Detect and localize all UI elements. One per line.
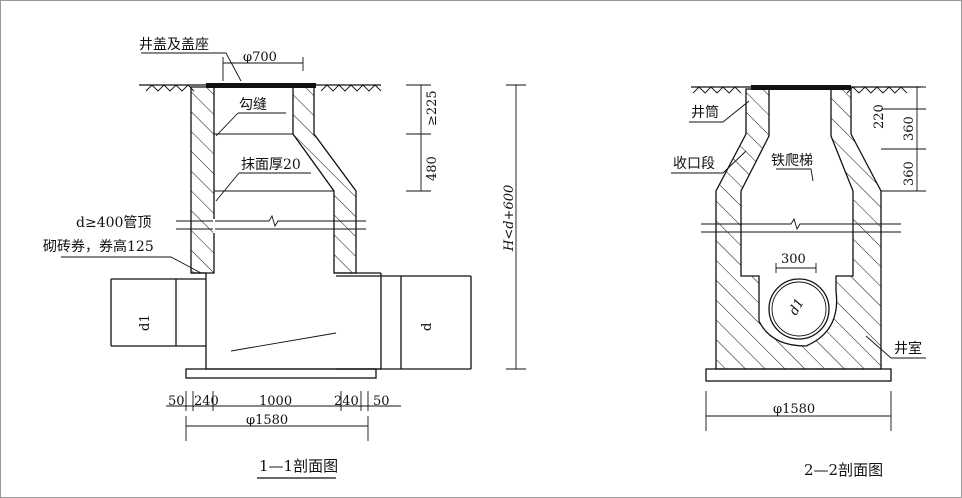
label-joint: 勾缝 <box>239 97 267 113</box>
section-2-2: d1 300 井筒 收口段 铁爬梯 井室 220 360 360 φ1580 2… <box>671 85 926 479</box>
label-arch-1: d≥400管顶 <box>76 215 151 231</box>
label-pipe-d1: d1 <box>786 296 807 318</box>
dim-b5: 50 <box>373 394 390 409</box>
label-chamber: 井室 <box>894 340 922 357</box>
manhole-cover-2 <box>751 85 851 90</box>
right-wall <box>292 86 357 274</box>
soil-hatch <box>145 84 382 92</box>
label-arch-2: 砌砖券，券高125 <box>43 238 154 255</box>
break-line <box>176 214 366 230</box>
outlet-pipe <box>336 275 472 370</box>
label-shaft: 井筒 <box>691 104 719 121</box>
label-cover: 井盖及盖座 <box>139 37 209 53</box>
chamber <box>191 272 382 370</box>
dim-cone: 480 <box>425 156 440 181</box>
dim-b2: 240 <box>194 394 219 409</box>
flow-channel <box>230 332 337 352</box>
label-ladder: 铁爬梯 <box>771 153 813 169</box>
label-d1: d1 <box>138 314 153 331</box>
dim-b3: 1000 <box>259 394 292 409</box>
base-slab <box>185 368 377 379</box>
label-d: d <box>420 323 435 331</box>
manhole-cover <box>206 83 316 88</box>
section-1-title: 1—1剖面图 <box>259 457 338 475</box>
dim-base: φ1580 <box>246 413 288 428</box>
left-wall <box>190 86 215 274</box>
break-line-2 <box>701 217 901 233</box>
dim-220: 220 <box>872 104 887 129</box>
pipe-circle <box>768 278 830 340</box>
dim-height: H<d+600 <box>502 185 517 252</box>
label-plaster: 抹面厚20 <box>241 157 301 173</box>
dim-360b: 360 <box>902 161 917 186</box>
dim-b1: 50 <box>168 394 185 409</box>
chamber-walls-2 <box>715 88 882 370</box>
base-slab-2 <box>705 368 892 382</box>
dim-b4: 240 <box>334 394 359 409</box>
label-cone: 收口段 <box>673 156 715 172</box>
inlet-pipe <box>110 278 206 347</box>
dim-base-2: φ1580 <box>773 402 815 417</box>
section-1-1: φ700 井盖及盖座 勾缝 抹面厚20 d≥400管顶 砌砖券，券高125 d1… <box>43 37 526 479</box>
section-2-title: 2—2剖面图 <box>804 461 883 479</box>
dim-channel: 300 <box>781 252 806 267</box>
dim-360a: 360 <box>902 116 917 141</box>
dim-top: ≥225 <box>425 90 440 126</box>
dim-opening: φ700 <box>243 50 277 65</box>
